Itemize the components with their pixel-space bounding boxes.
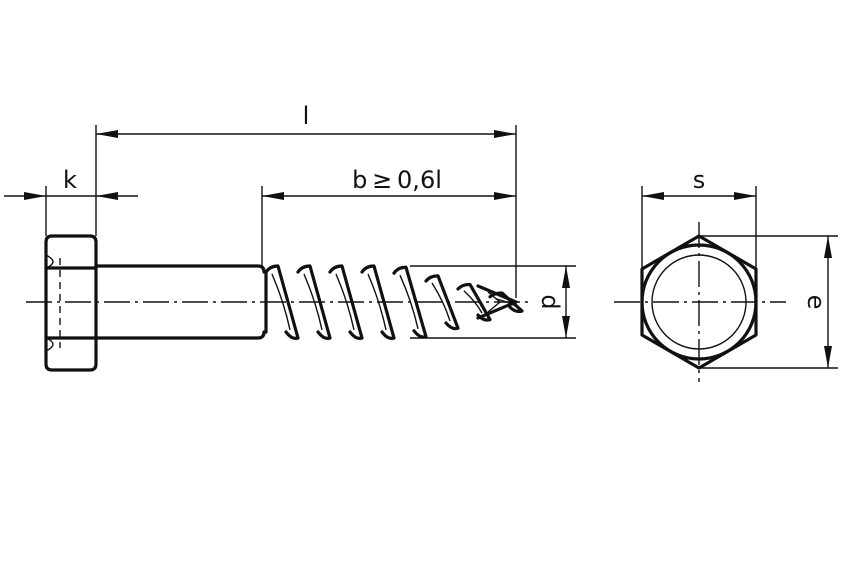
screw-shank-outline xyxy=(94,264,266,340)
dimension-label-k: k xyxy=(63,166,77,194)
dimension-label-l: l xyxy=(303,102,310,130)
dimension-label-b: b ≥ 0,6l xyxy=(352,166,442,194)
hex-head-view xyxy=(614,222,786,382)
thread-flank xyxy=(431,282,451,322)
dimensions: l k b ≥ 0,6l d s e xyxy=(4,102,838,369)
side-view xyxy=(26,234,528,372)
head-chamfer-arc-bottom xyxy=(45,337,54,352)
dimension-label-s: s xyxy=(693,166,706,194)
thread-turn xyxy=(264,264,300,340)
dimension-label-d: d xyxy=(536,294,564,309)
dimension-label-e: e xyxy=(802,295,830,310)
screw-head-outline xyxy=(44,234,98,372)
head-chamfer-arc-top xyxy=(45,254,54,269)
